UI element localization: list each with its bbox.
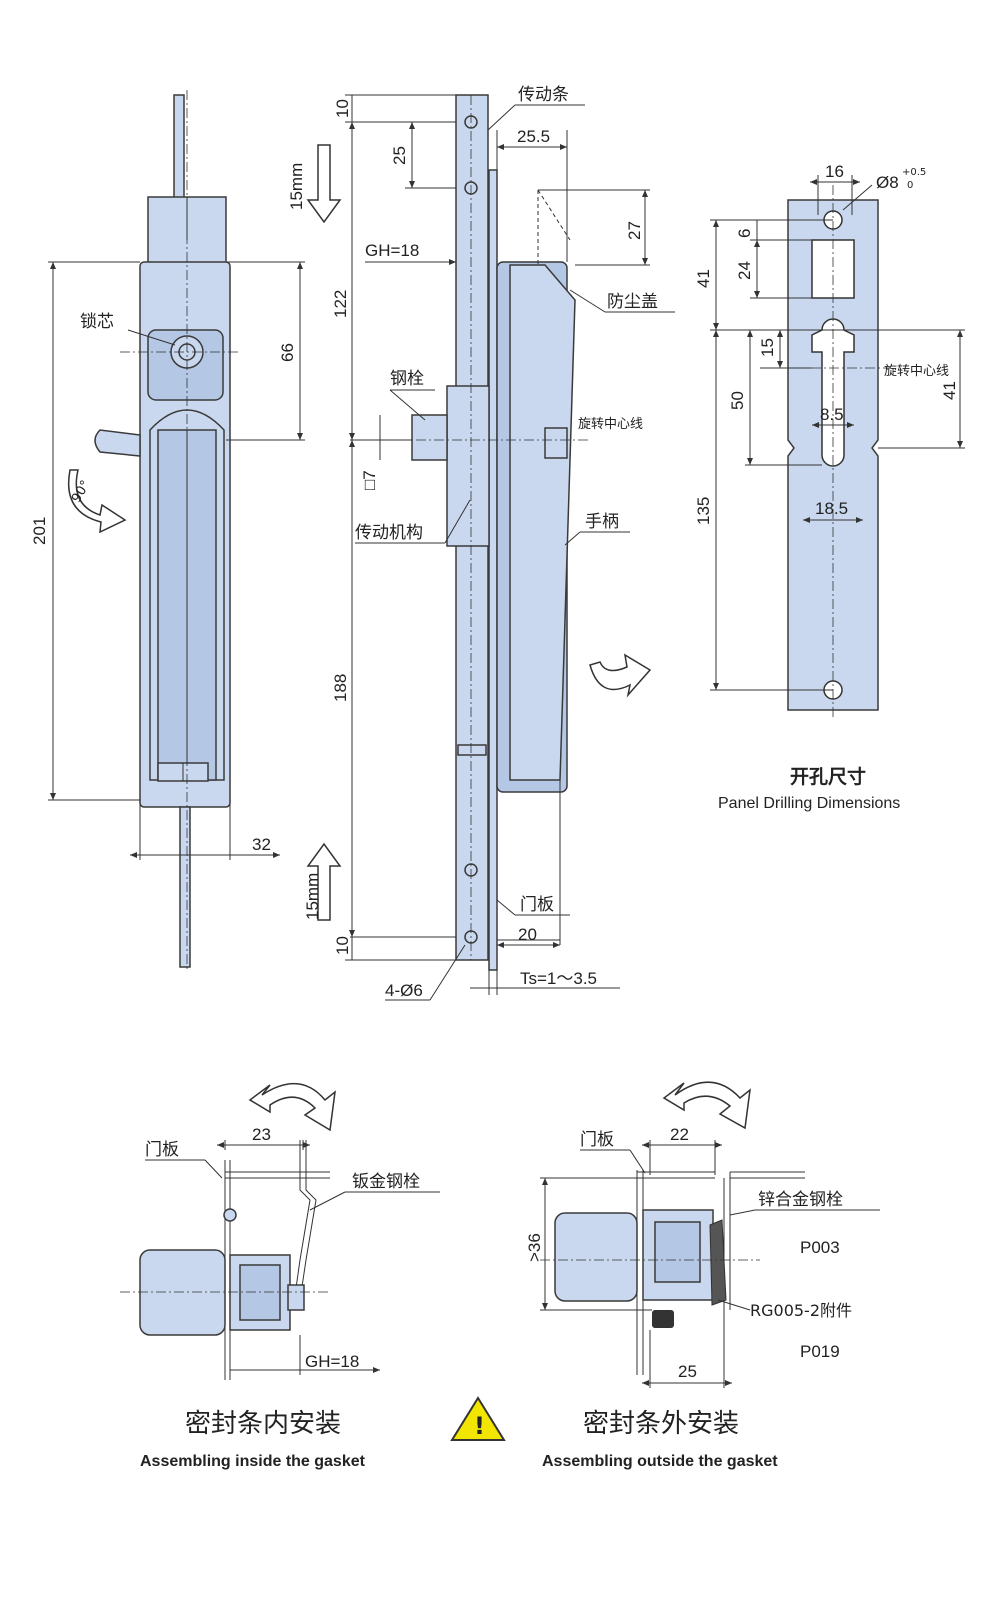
knob [139,1249,226,1336]
part-p019: P019 [800,1342,840,1361]
drive-mechanism-label: 传动机构 [355,523,423,543]
svg-text:20: 20 [518,925,537,944]
drive-mechanism [446,385,490,547]
svg-text:GH=18: GH=18 [365,241,419,260]
svg-text:Ts=1～3.5: Ts=1～3.5 [520,969,597,988]
svg-text:41: 41 [694,269,713,288]
svg-text:GH=18: GH=18 [305,1352,359,1371]
svg-text:25: 25 [678,1362,697,1381]
side-view: 15mm 15mm 10 25 122 188 10 □7 GH=18 25.5… [287,85,675,1001]
steel-bolt-label: 钢栓 [390,369,424,389]
arrow-down-icon [306,144,342,224]
inside-install-view: 23 门板 钣金钢栓 GH=18 密封条内安装 Assembling insid… [120,1082,440,1470]
svg-text:122: 122 [331,290,350,318]
accessory-rg005 [652,1310,674,1328]
svg-text:15mm: 15mm [303,873,322,920]
sheet-bolt-label: 钣金钢栓 [352,1172,420,1192]
svg-text:24: 24 [735,261,754,280]
outside-install-view: 22 门板 锌合金钢栓 P003 >36 RG005-2附件 P019 25 密… [525,1081,880,1470]
zinc-bolt [709,1219,727,1306]
handle-label: 手柄 [585,512,619,532]
rotation-center-label: 旋转中心线 [578,417,643,432]
inside-door-label: 门板 [145,1140,179,1160]
rotate-arrow-icon [589,653,652,698]
drilling-title-en: Panel Drilling Dimensions [718,795,900,812]
svg-text:27: 27 [625,221,644,240]
svg-text:15mm: 15mm [287,163,306,210]
svg-text:15: 15 [758,338,777,357]
outside-caption-cn: 密封条外安装 [583,1409,739,1439]
drive-bar-bottom [179,806,191,968]
arrow-up-icon [306,842,342,921]
knob [554,1212,638,1302]
door-panel [488,169,498,971]
zinc-bolt-label: 锌合金钢栓 [758,1190,843,1210]
svg-text:!: ! [474,1412,485,1440]
dim-32: 32 [252,835,271,854]
drive-bar-top [173,94,185,206]
steel-bolt [411,414,448,461]
door-panel-label: 门板 [520,895,554,915]
lock-core-label: 锁芯 [80,312,114,332]
svg-text:25.5: 25.5 [517,127,550,146]
svg-text:41: 41 [940,381,959,400]
inside-caption-cn: 密封条内安装 [185,1409,341,1439]
svg-text:8.5: 8.5 [820,405,844,424]
dust-cover-label: 防尘盖 [607,292,658,312]
warning-icon: ! [450,1396,506,1441]
svg-text:16: 16 [825,162,844,181]
accessory-label: RG005-2附件 [750,1301,852,1320]
dust-cover [509,264,576,781]
latch-tongue [94,429,141,457]
svg-text:0: 0 [907,180,913,191]
drive-bar-label: 传动条 [518,85,569,105]
dim-66: 66 [278,343,297,362]
drilling-rotation-label: 旋转中心线 [884,364,949,379]
drilling-view: 16 Ø8 +0.5 0 6 24 41 15 50 旋转中心线 41 8.5 … [694,162,965,812]
svg-text:22: 22 [670,1125,689,1144]
svg-text:188: 188 [331,674,350,702]
rotate-arrow-icon [248,1082,336,1132]
svg-text:Ø8: Ø8 [876,173,899,192]
svg-text:+0.5: +0.5 [902,167,926,178]
drilling-title-cn: 开孔尺寸 [790,765,866,788]
svg-text:23: 23 [252,1125,271,1144]
svg-text:50: 50 [728,391,747,410]
svg-text:>36: >36 [525,1233,544,1262]
rotation-pivot [544,427,568,459]
svg-text:4-Ø6: 4-Ø6 [385,981,423,1000]
rotate-arrow-icon [662,1081,751,1130]
svg-text:135: 135 [694,497,713,525]
svg-text:10: 10 [333,99,352,118]
inside-caption-en: Assembling inside the gasket [140,1453,366,1470]
svg-text:25: 25 [390,146,409,165]
outside-caption-en: Assembling outside the gasket [542,1453,778,1470]
svg-text:6: 6 [735,229,754,238]
outside-door-label: 门板 [580,1130,614,1150]
svg-text:18.5: 18.5 [815,499,848,518]
rotate-arrow-icon [68,469,127,534]
svg-text:□7: □7 [360,470,379,490]
svg-text:10: 10 [333,936,352,955]
part-p003: P003 [800,1238,840,1257]
dim-201: 201 [30,517,49,545]
front-view: 90° 201 66 32 锁芯 [30,90,305,970]
